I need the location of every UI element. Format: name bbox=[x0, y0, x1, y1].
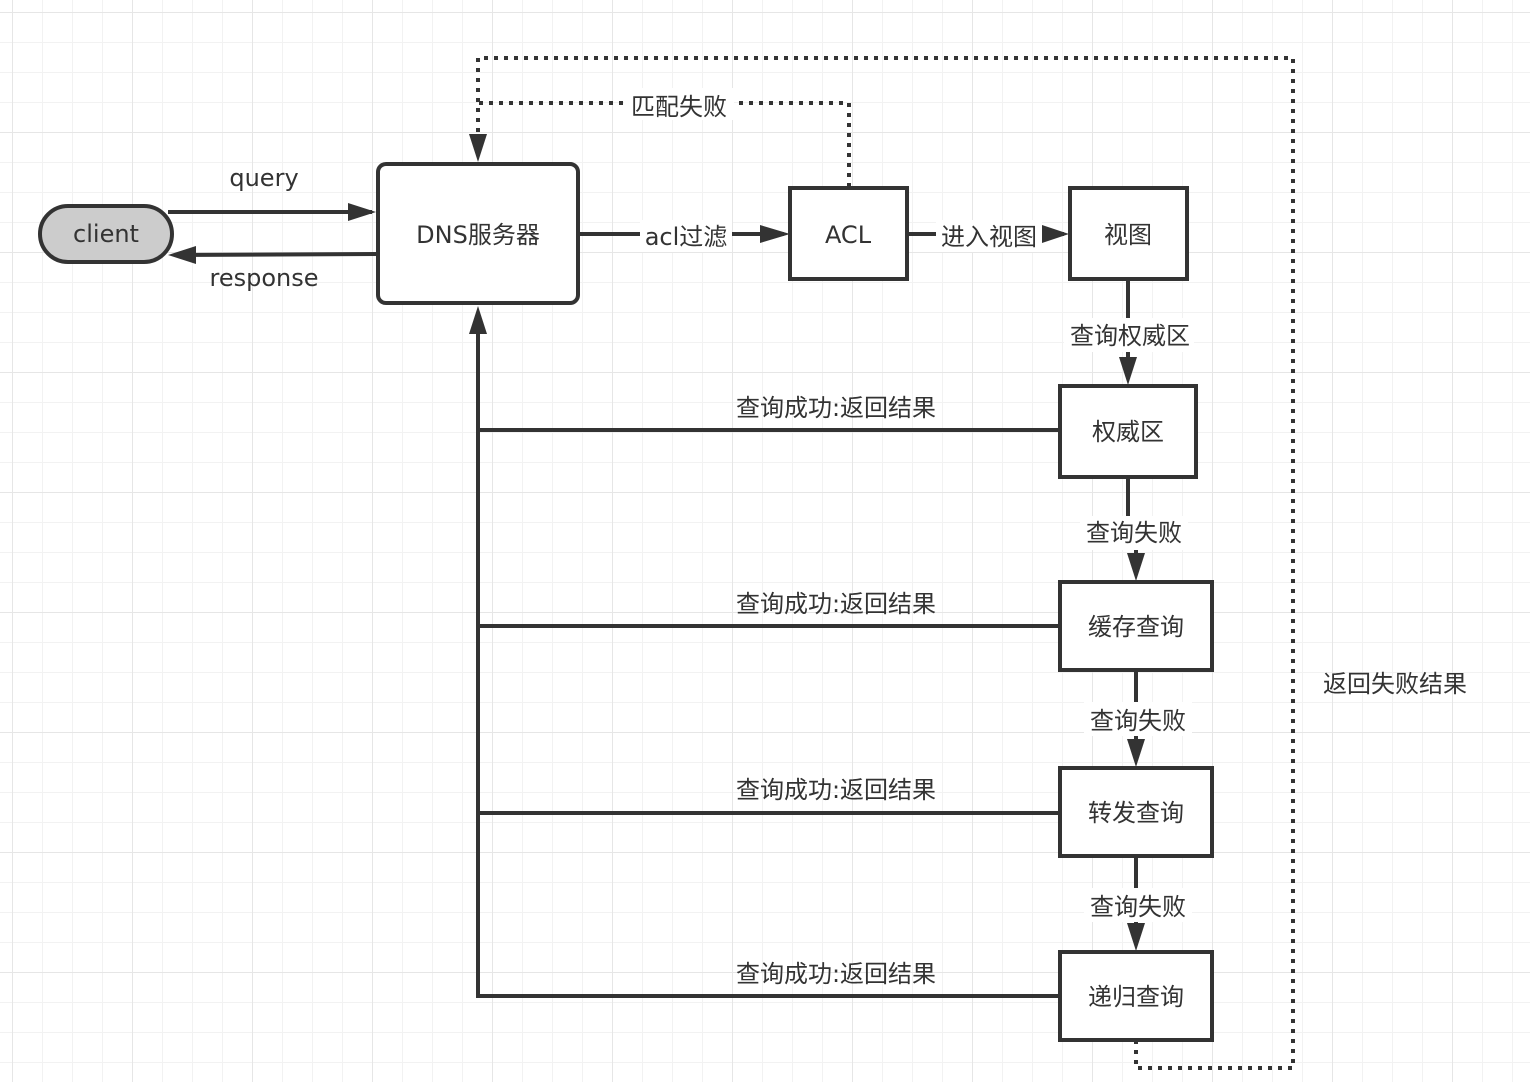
label-background bbox=[936, 220, 1042, 252]
node-view-shape[interactable] bbox=[1068, 186, 1189, 281]
node-cache-query-label: 缓存查询 bbox=[1088, 613, 1184, 641]
node-dns-server-shape[interactable] bbox=[376, 162, 580, 305]
edge-return-failure-line bbox=[476, 56, 1295, 1070]
edge-success-2-label: 查询成功:返回结果 bbox=[736, 590, 936, 618]
node-authority-zone-shape[interactable] bbox=[1058, 384, 1198, 479]
edge-response-line bbox=[175, 252, 379, 257]
label-background bbox=[640, 220, 732, 252]
edge-success-3-label: 查询成功:返回结果 bbox=[736, 776, 936, 804]
edge-success-bus bbox=[469, 306, 1060, 998]
arrowhead-icon bbox=[1127, 553, 1145, 581]
node-dns-server-label: DNS服务器 bbox=[416, 221, 540, 249]
node-dns-server[interactable]: DNS服务器 bbox=[376, 162, 580, 305]
node-cache-query[interactable]: 缓存查询 bbox=[1058, 580, 1214, 672]
edge-success-1-label: 查询成功:返回结果 bbox=[736, 394, 936, 422]
node-acl[interactable]: ACL bbox=[788, 186, 909, 281]
node-acl-shape[interactable] bbox=[788, 186, 909, 281]
node-cache-query-shape[interactable] bbox=[1058, 580, 1214, 672]
node-recursive-query-label: 递归查询 bbox=[1088, 983, 1184, 1011]
node-authority-zone[interactable]: 权威区 bbox=[1058, 384, 1198, 479]
node-client-shape[interactable] bbox=[38, 204, 174, 264]
edge-query-label: query bbox=[229, 164, 298, 192]
arrowhead-icon bbox=[469, 306, 487, 334]
edge-response-label: response bbox=[209, 264, 318, 292]
edge-query-authority-label: 查询权威区 bbox=[1070, 322, 1190, 350]
edge-query bbox=[168, 203, 376, 221]
node-forward-query[interactable]: 转发查询 bbox=[1058, 766, 1214, 858]
edge-enter-view-label: 进入视图 bbox=[941, 223, 1037, 251]
arrowhead-icon bbox=[348, 203, 376, 221]
arrowhead-icon bbox=[1127, 739, 1145, 767]
arrowhead-icon bbox=[1127, 923, 1145, 951]
node-forward-query-label: 转发查询 bbox=[1088, 799, 1184, 827]
edge-response bbox=[168, 246, 379, 264]
edge-match-failed-line bbox=[478, 101, 851, 187]
arrowhead-icon bbox=[469, 134, 487, 162]
node-authority-zone-label: 权威区 bbox=[1092, 418, 1164, 446]
node-view[interactable]: 视图 bbox=[1068, 186, 1189, 281]
node-recursive-query-shape[interactable] bbox=[1058, 950, 1214, 1042]
edge-match-failed-label: 匹配失败 bbox=[631, 93, 727, 121]
edge-success-4-label: 查询成功:返回结果 bbox=[736, 960, 936, 988]
edge-query-failed-3-label: 查询失败 bbox=[1090, 893, 1186, 921]
node-client[interactable]: client bbox=[38, 204, 174, 264]
edge-acl-filter-label: acl过滤 bbox=[645, 223, 728, 251]
label-background bbox=[1080, 516, 1188, 550]
edge-query-failed-2-label: 查询失败 bbox=[1090, 707, 1186, 735]
arrowhead-icon bbox=[1119, 357, 1137, 385]
label-background bbox=[1084, 702, 1192, 736]
node-client-label: client bbox=[73, 220, 139, 248]
node-view-label: 视图 bbox=[1104, 221, 1152, 249]
edge-match-failed bbox=[478, 101, 851, 187]
label-background bbox=[1064, 318, 1194, 352]
arrowhead-icon bbox=[168, 246, 196, 264]
edge-query-failed-1-label: 查询失败 bbox=[1086, 519, 1182, 547]
node-acl-label: ACL bbox=[825, 221, 872, 249]
edge-return-failure bbox=[469, 56, 1295, 1070]
label-background bbox=[624, 88, 734, 120]
arrowhead-icon bbox=[1042, 225, 1069, 243]
label-background bbox=[1084, 888, 1192, 922]
edge-return-failure-label: 返回失败结果 bbox=[1323, 670, 1467, 698]
arrowhead-icon bbox=[760, 225, 790, 243]
node-recursive-query[interactable]: 递归查询 bbox=[1058, 950, 1214, 1042]
node-forward-query-shape[interactable] bbox=[1058, 766, 1214, 858]
